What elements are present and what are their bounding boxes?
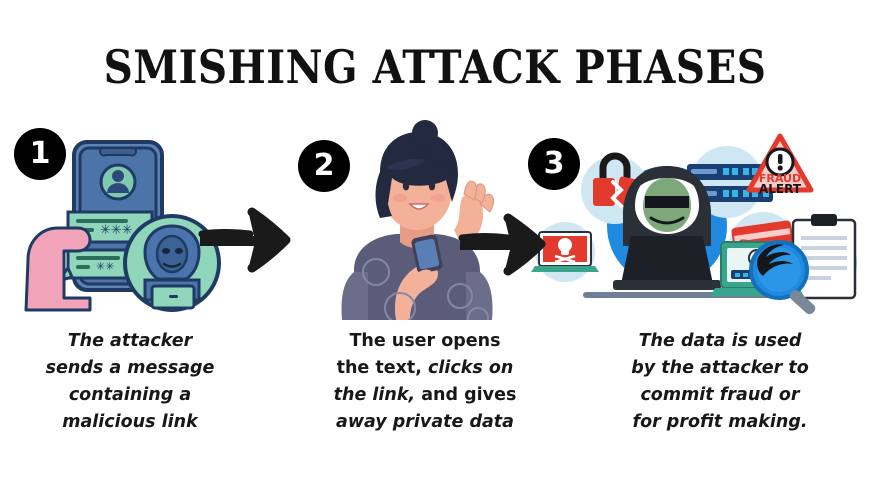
caption-segment-emphasis: clicks on	[428, 358, 514, 378]
caption-line: by the attacker to	[631, 358, 809, 378]
phase-3-illustration: FRAUD ALERT 3	[525, 120, 865, 320]
phase-2-badge: 2	[298, 140, 350, 192]
page-title: SMISHING ATTACK PHASES	[103, 40, 767, 94]
caption-line: away private data	[336, 412, 514, 432]
caption-segment: and gives	[415, 385, 517, 405]
caption-line: for profit making.	[632, 412, 808, 432]
arrow-phase1-to-phase2	[196, 196, 296, 284]
phase-3-badge: 3	[528, 138, 580, 190]
woman-with-phone-graphic	[341, 120, 495, 320]
svg-text:✳✳: ✳✳	[96, 260, 114, 273]
phase-2-illustration: 2	[296, 120, 541, 320]
fraud-alert-top-label: FRAUD	[759, 172, 801, 185]
phase-2-caption: The user opens the text, clicks on the l…	[300, 328, 550, 436]
svg-text:✳✳✳: ✳✳✳	[100, 223, 133, 238]
phase-1-illustration: ✳✳✳ ✳✳	[6, 120, 286, 320]
phase-1: ✳✳✳ ✳✳	[6, 120, 286, 320]
phase-3: FRAUD ALERT 3	[525, 120, 865, 320]
arrow-right-icon	[458, 213, 546, 276]
caption-line: containing a	[68, 385, 192, 405]
caption-line: commit fraud or	[640, 385, 800, 405]
phase-1-badge: 1	[14, 128, 66, 180]
caption-line: The attacker	[67, 331, 193, 351]
phase-3-caption: The data is used by the attacker to comm…	[600, 328, 840, 436]
caption-line: The data is used	[638, 331, 802, 351]
caption-line: sends a message	[45, 358, 215, 378]
arrow-right-icon	[198, 207, 291, 273]
caption-line: The user opens	[349, 331, 501, 351]
caption-segment-emphasis: the link,	[333, 385, 416, 405]
phase-1-caption: The attacker sends a message containing …	[10, 328, 250, 436]
arrow-phase2-to-phase3	[456, 208, 552, 286]
hand-phone-hacker-graphic: ✳✳✳ ✳✳	[24, 140, 221, 312]
caption-segment: the text,	[336, 358, 429, 378]
fraud-alert-bottom-label: ALERT	[759, 182, 802, 196]
hacker-stolen-data-graphic: FRAUD ALERT	[531, 133, 857, 315]
caption-line: malicious link	[62, 412, 198, 432]
phase-2: 2	[296, 120, 541, 320]
